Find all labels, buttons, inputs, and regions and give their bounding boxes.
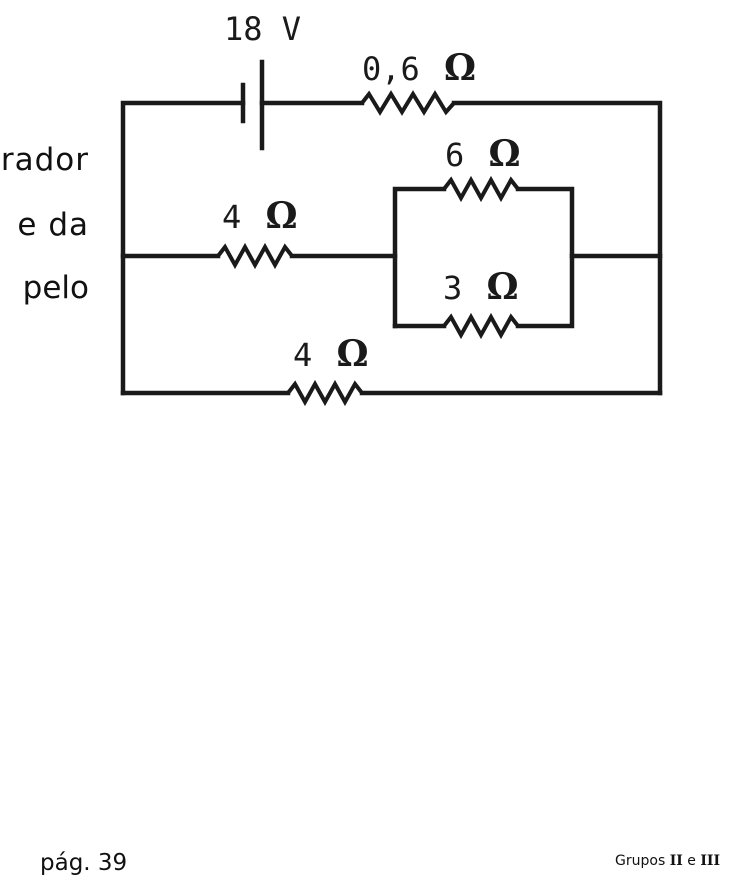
- bottom-branch-value: 4: [293, 336, 312, 374]
- parallel-right-rail: [515, 186, 575, 329]
- resistor-4-ohm-bottom: [286, 379, 364, 407]
- top-wire-left: [120, 100, 246, 396]
- group-a: II: [669, 853, 683, 869]
- parallel-left-rail: [392, 186, 447, 329]
- groups-footer: Grupos II e III: [615, 853, 720, 869]
- series-resistor-unit: Ω: [444, 47, 476, 89]
- resistor-3-ohm: [442, 312, 520, 340]
- battery-label: 18 V: [224, 10, 301, 48]
- cropped-text-line-2: e da: [17, 207, 89, 243]
- parallel-top-label: 6 Ω: [445, 133, 520, 175]
- bottom-branch-label: 4 Ω: [293, 333, 368, 375]
- resistor-6-ohm: [442, 175, 520, 203]
- parallel-top-value: 6: [445, 136, 464, 174]
- top-wire-right: [451, 100, 663, 396]
- cropped-text-line-3: pelo: [22, 270, 89, 306]
- groups-connector: e: [687, 853, 696, 869]
- series-resistor-label: 0,6 Ω: [362, 47, 476, 89]
- parallel-bottom-value: 3: [443, 269, 462, 307]
- resistor-0-6-ohm: [360, 90, 456, 116]
- middle-branch-label: 4 Ω: [222, 195, 297, 237]
- parallel-top-unit: Ω: [488, 133, 520, 175]
- middle-branch-unit: Ω: [265, 195, 297, 237]
- resistor-4-ohm-middle: [216, 242, 294, 270]
- groups-prefix: Grupos: [615, 853, 666, 869]
- page-number: pág. 39: [40, 850, 128, 876]
- group-b: III: [700, 853, 720, 869]
- middle-branch-value: 4: [222, 198, 241, 236]
- parallel-bottom-label: 3 Ω: [443, 266, 518, 308]
- cropped-text-line-1: rador: [0, 142, 89, 178]
- parallel-bottom-unit: Ω: [486, 266, 518, 308]
- series-resistor-value: 0,6: [362, 50, 420, 88]
- bottom-branch-unit: Ω: [336, 333, 368, 375]
